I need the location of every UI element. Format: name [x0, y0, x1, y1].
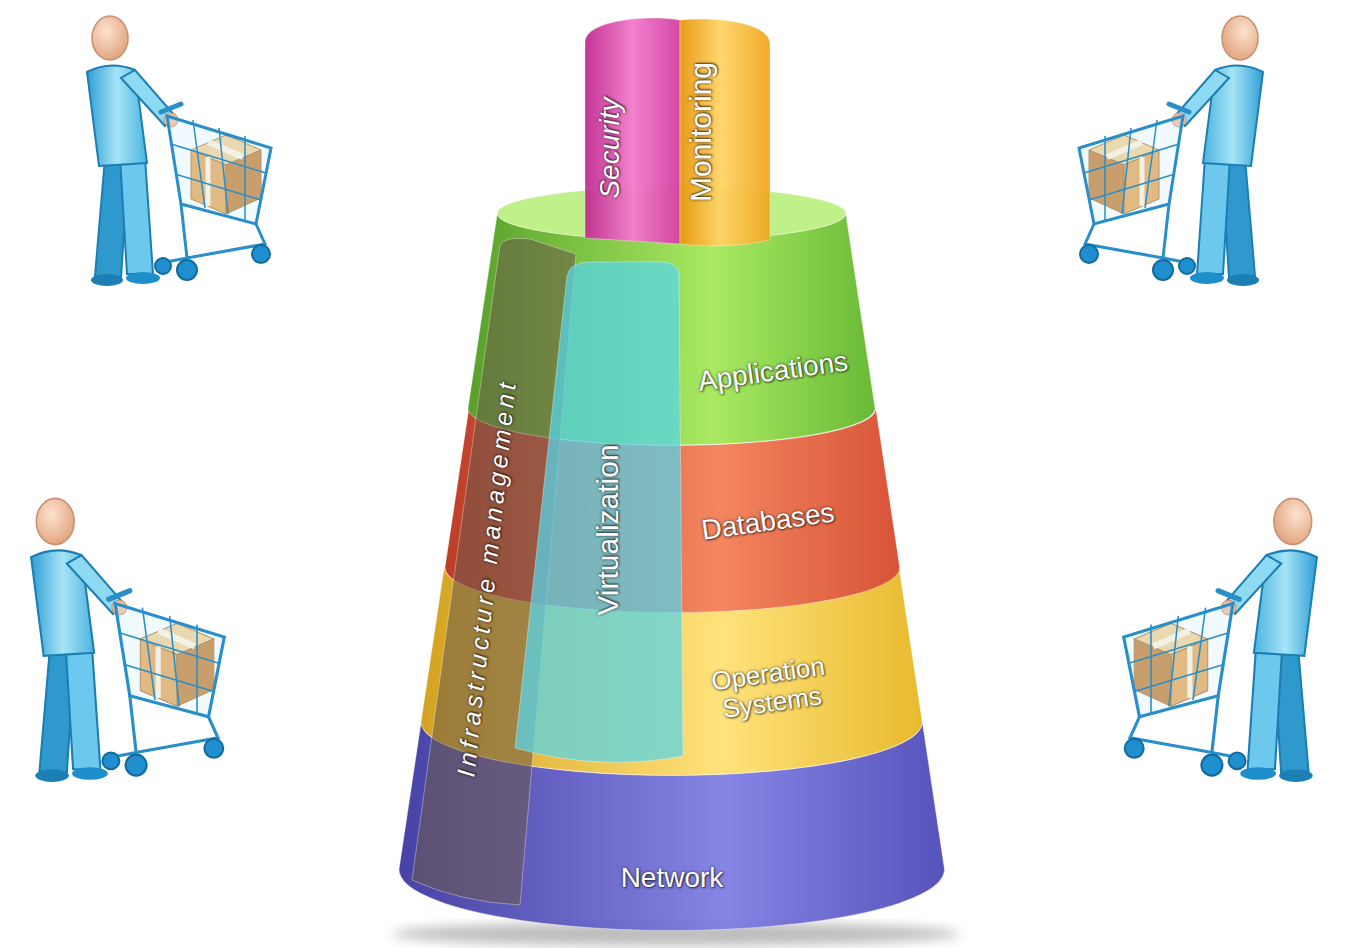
shopper-figure	[1124, 498, 1317, 781]
shopper-figure	[31, 498, 224, 781]
shopper-figure	[1079, 16, 1263, 286]
layer-label: Security	[595, 97, 626, 198]
layer-label: Network	[621, 863, 724, 894]
shopper-figure	[87, 16, 271, 286]
band-surface	[585, 18, 680, 244]
virtualization-strip: Virtualization	[512, 258, 684, 773]
layer-label: Virtualization	[591, 444, 624, 615]
layer-label: Monitoring	[684, 62, 717, 202]
security-column: Security	[583, 14, 682, 250]
band-surface	[515, 262, 683, 762]
band-surface	[680, 19, 770, 246]
monitoring-column: Monitoring	[678, 14, 772, 252]
